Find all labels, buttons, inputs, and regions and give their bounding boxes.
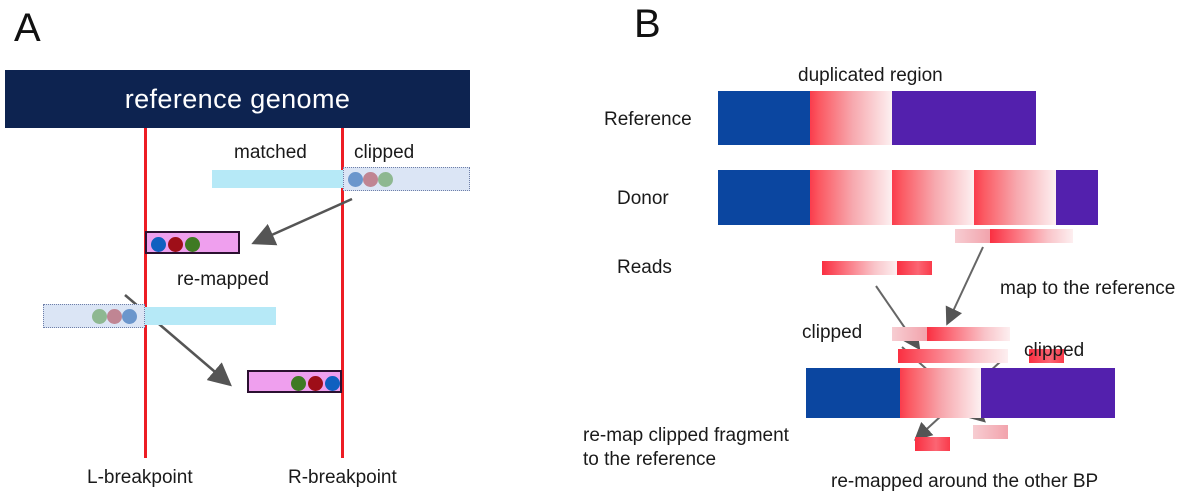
- bottom-reference-duplicated-segment: [900, 368, 981, 418]
- dot-rose-faded: [107, 309, 122, 324]
- top-read-clipped-segment: [343, 167, 470, 191]
- dot-blue-faded: [348, 172, 363, 187]
- reference-purple-segment: [892, 91, 1036, 145]
- left-breakpoint-line: [144, 128, 147, 458]
- read-lower-clipped-part: [897, 261, 932, 275]
- dot-green-solid: [185, 236, 200, 252]
- reads-row-label: Reads: [617, 257, 672, 278]
- panel-a-letter: A: [14, 6, 41, 50]
- reference-duplicated-segment: [810, 91, 892, 145]
- remapped-fragment-upper: [973, 425, 1008, 439]
- matched-label: matched: [234, 142, 307, 163]
- map-to-reference-label: map to the reference: [1000, 278, 1176, 299]
- remapped-fragment-lower: [915, 437, 950, 451]
- donor-duplicated-segment-1: [810, 170, 892, 225]
- bottom-reference-purple-segment: [981, 368, 1115, 418]
- donor-duplicated-segment-3: [974, 170, 1056, 225]
- right-breakpoint-label: R-breakpoint: [288, 467, 397, 488]
- clipped-label-left: clipped: [802, 322, 863, 343]
- read-lower-matched-part: [822, 261, 897, 275]
- donor-row-label: Donor: [617, 188, 669, 209]
- mapped-read-upper-clipped: [892, 327, 927, 341]
- reference-genome-bar: reference genome: [5, 70, 470, 128]
- mapped-read-lower: [898, 349, 1008, 363]
- mapped-read-lower-matched: [898, 349, 1008, 363]
- dot-green-faded: [92, 309, 107, 324]
- remap-clipped-line-1: re-map clipped fragment: [583, 425, 789, 446]
- donor-sequence-bar: [718, 170, 1098, 225]
- donor-duplicated-segment-2: [892, 170, 974, 225]
- bottom-read-matched-segment: [145, 307, 276, 325]
- mapped-read-lower-clipped-seg: [1029, 349, 1064, 363]
- dot-blue-faded: [122, 309, 137, 324]
- remapped-label: re-mapped: [177, 269, 269, 290]
- remapped-fragment-lower-seg: [915, 437, 950, 451]
- panel-b-letter: B: [634, 2, 661, 46]
- bottom-reference-blue-segment: [806, 368, 900, 418]
- remap-clipped-line-2: to the reference: [583, 449, 717, 470]
- dot-rose-faded: [363, 172, 378, 187]
- dot-blue-solid: [325, 375, 340, 391]
- donor-blue-segment: [718, 170, 810, 225]
- dot-red-solid: [308, 375, 323, 391]
- remapped-other-bp-label: re-mapped around the other BP: [831, 471, 1099, 492]
- clipped-label-right: clipped: [1024, 340, 1085, 361]
- bottom-read-clipped-segment: [43, 304, 145, 328]
- duplicated-region-label: duplicated region: [798, 65, 943, 86]
- read-bar-lower: [822, 261, 932, 275]
- right-breakpoint-line: [341, 128, 344, 458]
- dot-red-solid: [168, 236, 183, 252]
- remapped-fragment-left: [145, 231, 240, 254]
- remapped-fragment-upper-seg: [973, 425, 1008, 439]
- left-breakpoint-label: L-breakpoint: [87, 467, 193, 488]
- reference-row-label: Reference: [604, 109, 692, 130]
- remapped-fragment-right: [247, 370, 342, 393]
- reference-blue-segment: [718, 91, 810, 145]
- donor-purple-segment: [1056, 170, 1098, 225]
- bottom-reference-bar: [806, 368, 1115, 418]
- mapped-read-upper: [892, 327, 1010, 341]
- clipped-label-top: clipped: [354, 142, 415, 163]
- reference-genome-label: reference genome: [124, 83, 351, 114]
- top-read-matched-segment: [212, 170, 343, 188]
- reference-sequence-bar: [718, 91, 1036, 145]
- mapped-read-upper-matched: [927, 327, 1010, 341]
- mapped-read-lower-clipped: [1029, 349, 1064, 363]
- read-upper-clipped-part: [955, 229, 990, 243]
- read-bar-upper: [955, 229, 1073, 243]
- read-upper-matched-part: [990, 229, 1073, 243]
- dot-green-solid: [291, 375, 306, 391]
- dot-green-faded: [378, 172, 393, 187]
- dot-blue-solid: [151, 236, 166, 252]
